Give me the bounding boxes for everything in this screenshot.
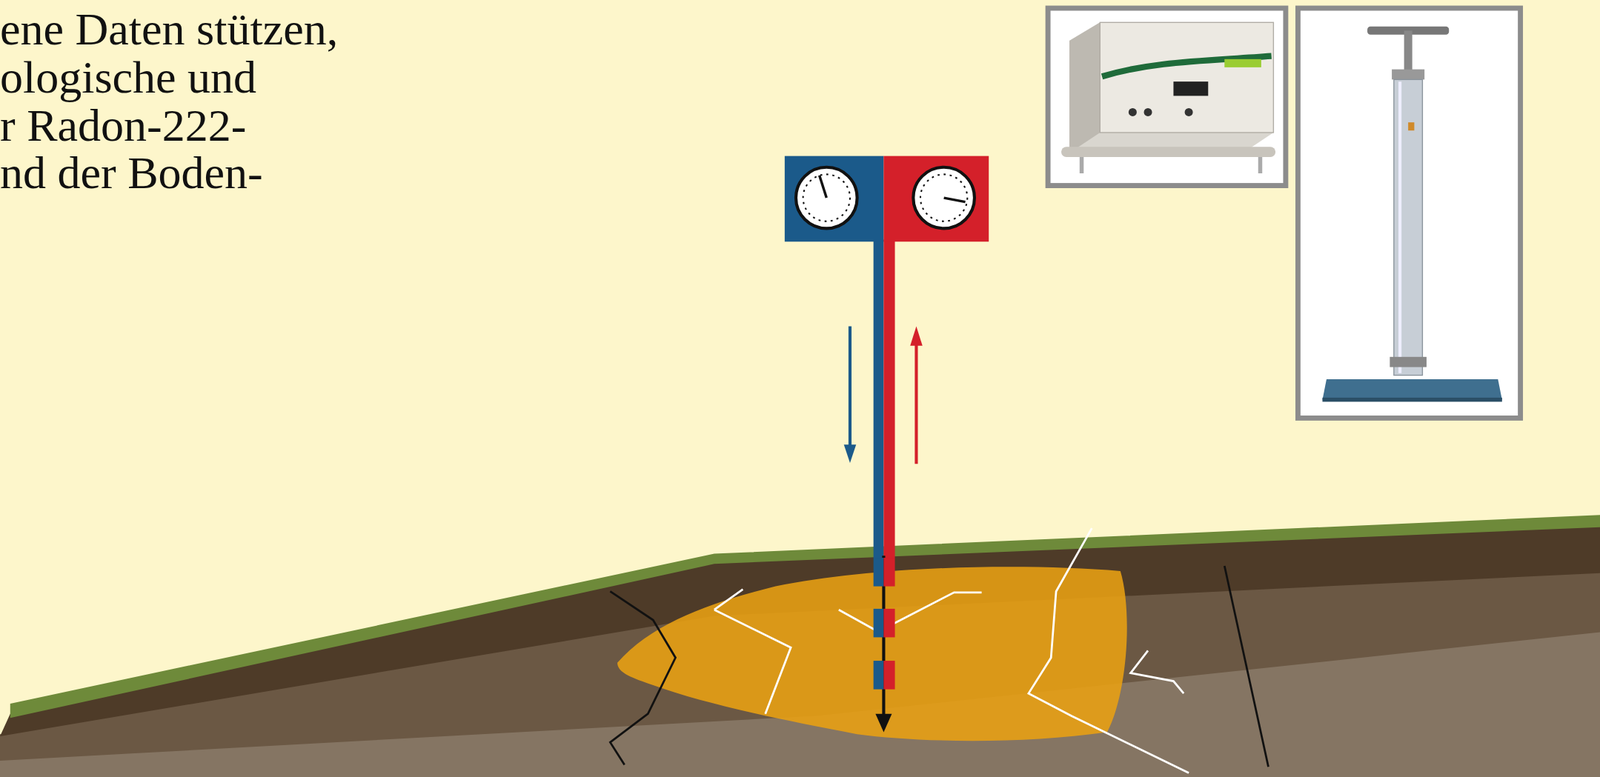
black-cracks: [609, 566, 1268, 768]
pump-photo: [1322, 26, 1502, 403]
gauge-panel-red: [883, 156, 989, 243]
inflow-arrowhead: [844, 444, 857, 464]
outflow-arrow: [914, 341, 918, 464]
probe-tip-arrow: [875, 714, 892, 733]
white-cracks: [714, 528, 1189, 773]
gauge-panel-blue: [784, 156, 885, 243]
probe-red: [883, 240, 895, 559]
photo-frame-pump: [1297, 8, 1520, 418]
gauge-left: [795, 167, 858, 229]
text-fragment: r Radon-222-: [0, 100, 247, 150]
text-fragment: ene Daten stützen,: [0, 4, 338, 54]
text-fragment: nd der Boden-: [0, 148, 264, 198]
gauge-right: [913, 167, 975, 229]
text-fragment: ologische und: [0, 52, 257, 102]
probe-blue: [873, 240, 885, 559]
text-layer: ene Daten stützen,ologische undr Radon-2…: [0, 0, 667, 297]
outflow-arrowhead: [910, 326, 923, 347]
inflow-arrow: [848, 326, 852, 450]
probe-segments: [873, 558, 896, 690]
instrument-photo: [1061, 22, 1276, 174]
photo-frame-instrument: [1047, 8, 1286, 187]
